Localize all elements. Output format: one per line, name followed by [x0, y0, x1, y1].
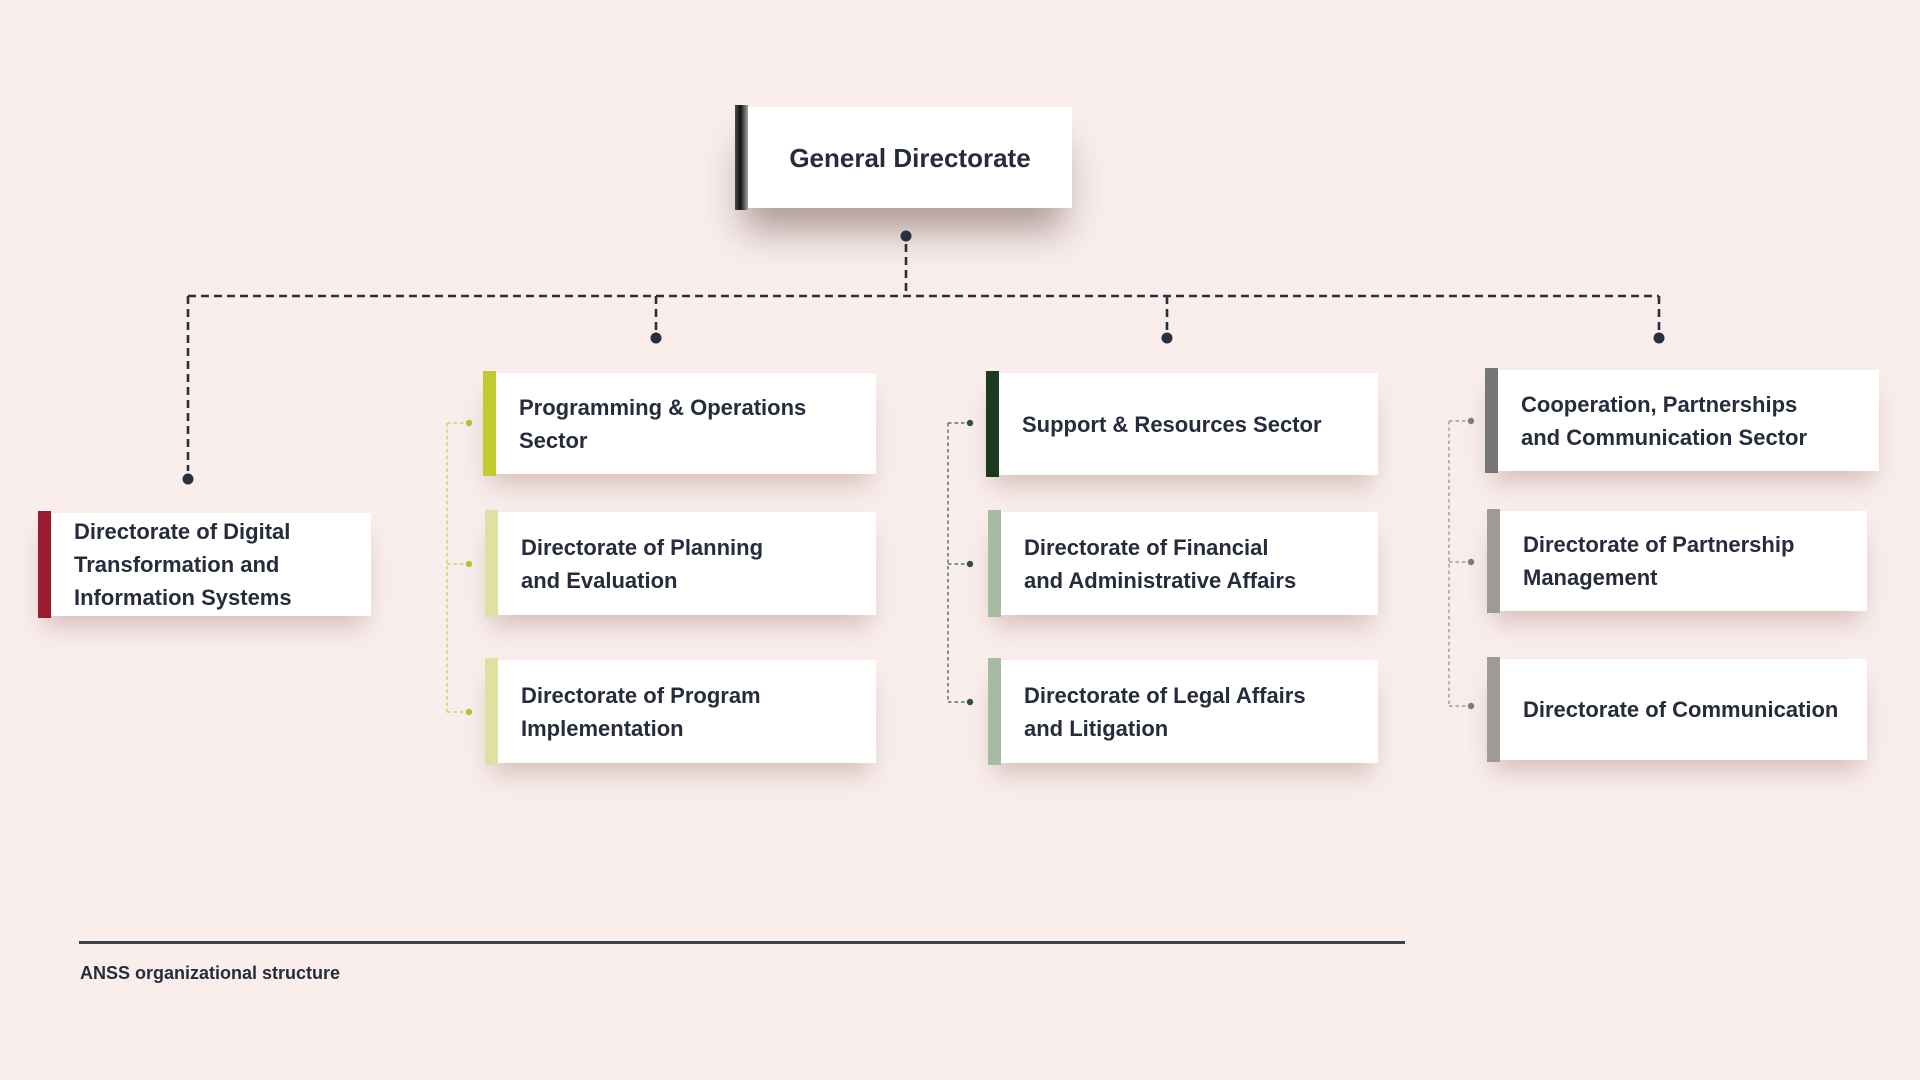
accent-bar [483, 371, 496, 476]
connector-dot [465, 560, 473, 568]
connector-dot [465, 708, 473, 716]
accent-bar [1485, 368, 1498, 473]
accent-bar [986, 371, 999, 477]
accent-bar [735, 105, 748, 210]
connector-dot [1161, 332, 1173, 344]
connector-dot [1467, 558, 1475, 566]
connector-dot [900, 230, 912, 242]
connector-dot [465, 419, 473, 427]
org-box-label: General Directorate [789, 142, 1031, 173]
org-box-label: Support & Resources Sector [1022, 411, 1322, 437]
connector-dot [650, 332, 662, 344]
connector-dot [966, 698, 974, 706]
accent-bar [485, 658, 498, 765]
org-box-label: Directorate of Communication [1523, 697, 1839, 722]
connector-dot [1467, 702, 1475, 710]
org-box-support-resources-sector: Support & Resources Sector [986, 371, 1378, 477]
accent-bar [988, 510, 1001, 617]
root-connector [182, 230, 1665, 485]
connector-dot [966, 560, 974, 568]
org-box-general-directorate: General Directorate [735, 105, 1072, 210]
connector-dot [1653, 332, 1665, 344]
support-bracket [947, 419, 974, 706]
accent-bar [485, 510, 498, 617]
accent-bar [988, 658, 1001, 765]
accent-bar [1487, 509, 1500, 613]
caption-label: ANSS organizational structure [80, 963, 341, 983]
accent-bar [38, 511, 51, 618]
connector-dot [1467, 417, 1475, 425]
cooperation-bracket [1448, 417, 1475, 710]
org-box-communication: Directorate of Communication [1487, 657, 1867, 762]
programming-bracket [446, 419, 473, 716]
caption-divider [79, 941, 1405, 944]
connector-dot [966, 419, 974, 427]
connector-dot [182, 473, 194, 485]
accent-bar [1487, 657, 1500, 762]
